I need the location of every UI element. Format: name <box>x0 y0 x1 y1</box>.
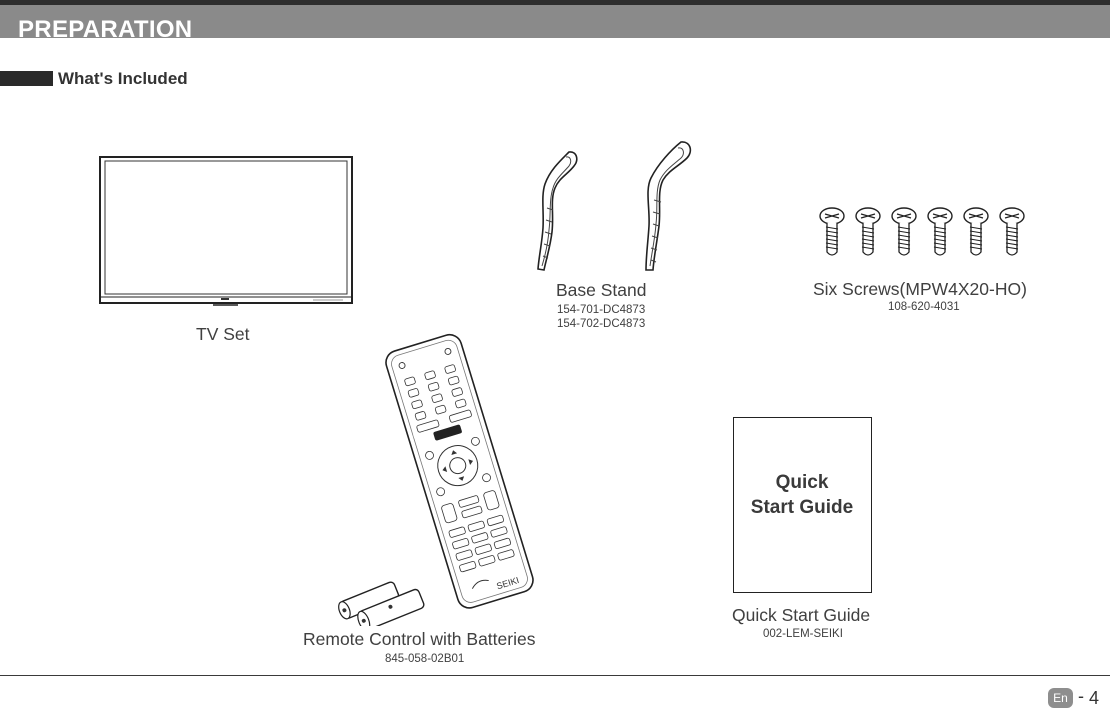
language-badge: En <box>1048 688 1073 708</box>
page-title: PREPARATION <box>18 16 193 43</box>
remote-control-part-number: 845-058-02B01 <box>385 653 465 665</box>
top-strip <box>0 0 1110 5</box>
screws-label: Six Screws(MPW4X20-HO) <box>813 279 1027 299</box>
base-stand-label: Base Stand <box>556 280 647 300</box>
section-marker <box>0 71 53 86</box>
remote-control-label: Remote Control with Batteries <box>303 629 536 649</box>
quick-start-guide-cover-line-2: Start Guide <box>750 497 854 518</box>
quick-start-guide-cover-line-1: Quick <box>775 472 829 493</box>
footer-divider <box>0 675 1110 676</box>
page-dash: - <box>1078 686 1084 706</box>
screws-part-number: 108-620-4031 <box>888 301 960 313</box>
base-stand-part-number-2: 154-702-DC4873 <box>557 318 646 330</box>
base-stand-part-number-1: 154-701-DC4873 <box>557 304 646 316</box>
base-stand-right-illustration <box>645 141 692 271</box>
tv-set-illustration <box>99 156 353 306</box>
quick-start-guide-label: Quick Start Guide <box>732 605 871 625</box>
batteries-illustration <box>338 581 425 626</box>
tv-set-label: TV Set <box>196 324 250 344</box>
base-stand-left-illustration <box>537 151 578 271</box>
remote-control-illustration: NETFLIX SEIKI <box>385 333 534 609</box>
section-title: What's Included <box>58 69 188 88</box>
page-number: 4 <box>1089 688 1100 708</box>
quick-start-guide-cover: Quick Start Guide <box>733 417 872 593</box>
screws-illustration <box>819 207 1025 256</box>
section-header: PREPARATION <box>0 5 1110 43</box>
quick-start-guide-part-number: 002-LEM-SEIKI <box>763 628 843 640</box>
